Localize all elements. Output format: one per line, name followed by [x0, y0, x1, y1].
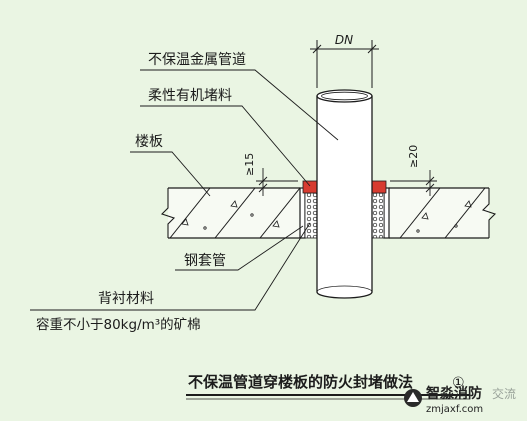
label-steel-sleeve: 钢套管	[184, 253, 226, 269]
label-floor-slab: 楼板	[135, 134, 163, 150]
break-line-left	[160, 188, 176, 238]
label-pipe: 不保温金属管道	[148, 52, 246, 68]
dn-dimension	[310, 40, 379, 88]
leader-lines	[30, 69, 339, 311]
label-backing-material: 背衬材料	[98, 291, 154, 307]
watermark-brand: 智淼消防	[425, 385, 482, 402]
watermark-url: zmjaxf.com	[426, 404, 483, 415]
left-dimension	[256, 168, 298, 196]
dn-label: DN	[335, 33, 353, 47]
metal-pipe	[316, 89, 373, 299]
right-offset-label: ≥20	[407, 145, 420, 168]
label-flexible-seal: 柔性有机堵料	[148, 88, 232, 104]
left-offset-label: ≥15	[243, 153, 256, 176]
slab-hatching	[169, 188, 486, 238]
watermark-tail: 交流	[492, 386, 516, 401]
right-dimension	[390, 170, 437, 196]
slab-aggregate	[181, 200, 472, 233]
mineral-wool-backing	[304, 192, 385, 239]
diagram-title: 不保温管道穿楼板的防火封堵做法	[188, 373, 413, 391]
label-mineral-wool: 容重不小于80kg/m³的矿棉	[36, 316, 201, 333]
break-line-right	[481, 188, 497, 238]
watermark: 智淼消防 zmjaxf.com 交流	[404, 385, 516, 415]
title-mark: ①	[452, 375, 465, 391]
floor-slab	[160, 187, 497, 239]
